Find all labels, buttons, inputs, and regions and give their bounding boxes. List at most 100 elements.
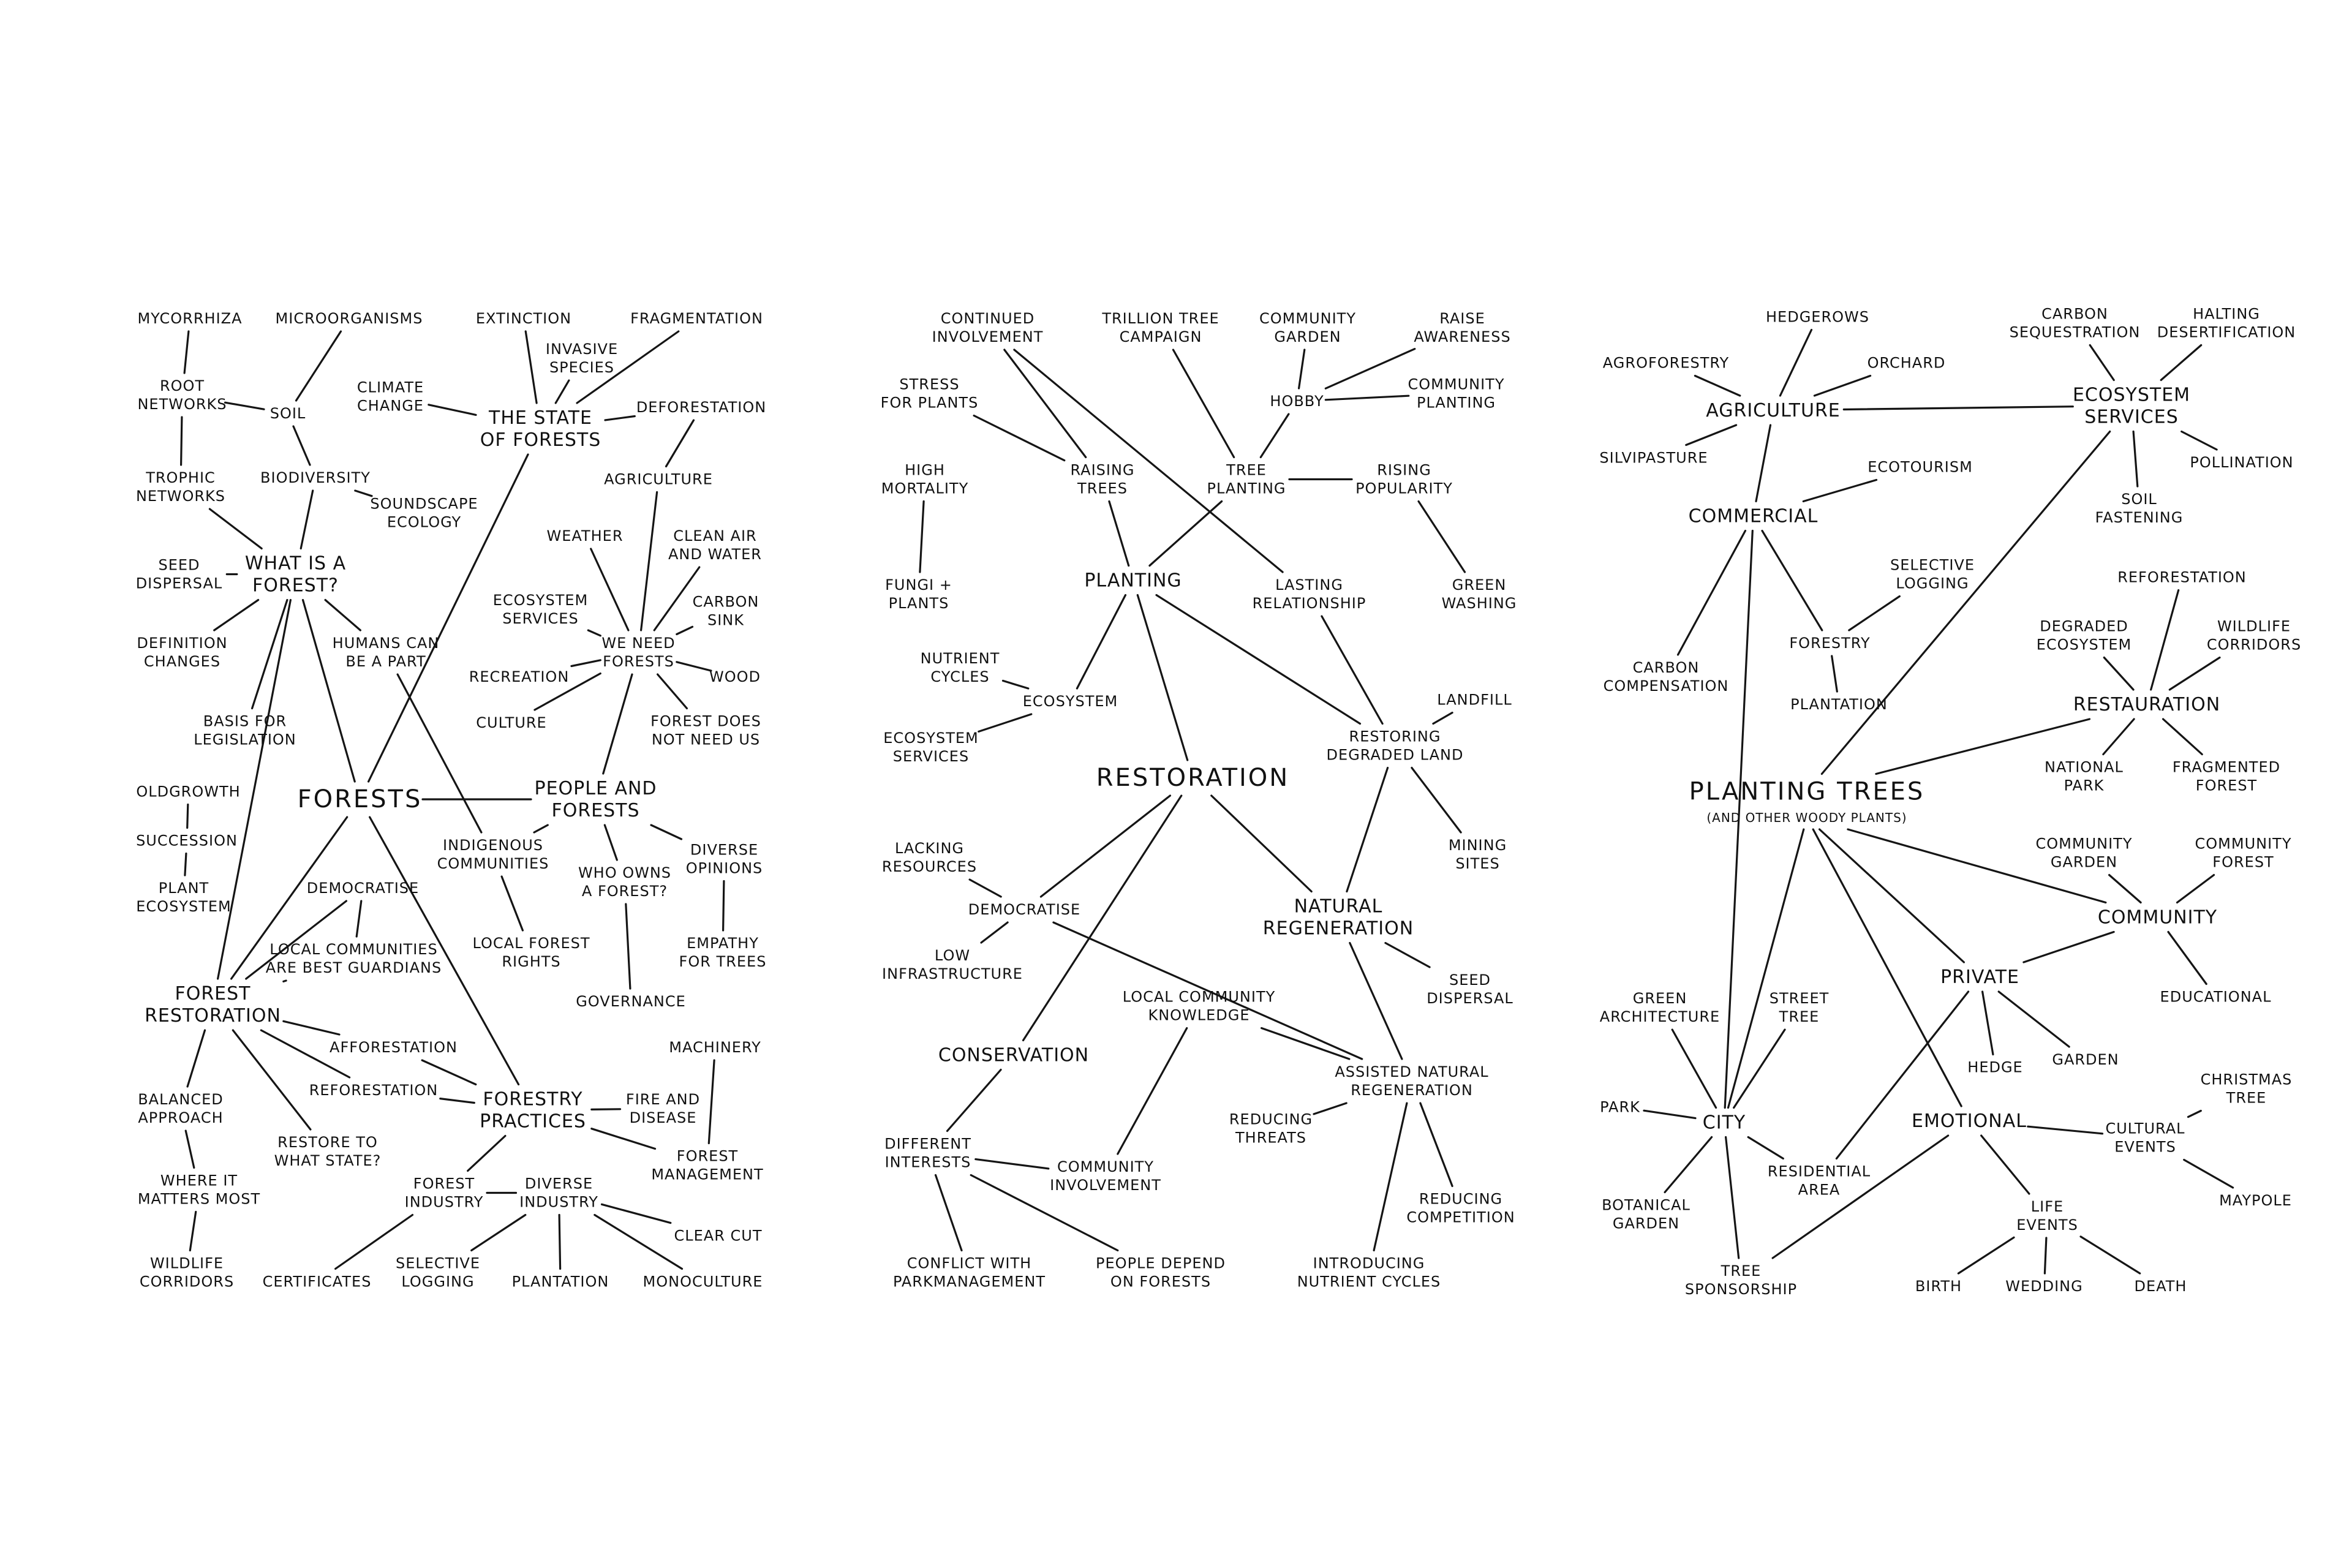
connector-ecosystem-services3-to-pollination bbox=[2180, 430, 2218, 451]
connector-forest-restoration-to-restore-state bbox=[232, 1029, 312, 1131]
connector-trillion-tree-to-tree-planting bbox=[1172, 349, 1235, 459]
connector-microorganisms-to-soil bbox=[295, 330, 342, 402]
node-educational: EDUCATIONAL bbox=[2160, 989, 2272, 1006]
node-label-line: THE STATE bbox=[488, 407, 592, 429]
node-label-line: FOR PLANTS bbox=[881, 394, 979, 412]
node-label-line: PLANTING bbox=[1084, 570, 1182, 591]
node-label-line: SITES bbox=[1455, 855, 1499, 872]
connector-what-is-forest-to-forest-restoration bbox=[217, 598, 292, 980]
node-label-line: AGRICULTURE bbox=[604, 471, 713, 488]
node-label-line: DEMOCRATISE bbox=[307, 880, 419, 897]
node-label-line: (AND OTHER WOODY PLANTS) bbox=[1706, 810, 1907, 825]
connector-green-architecture-to-city bbox=[1671, 1028, 1717, 1109]
connector-reforestation1-to-forestry-practices bbox=[439, 1097, 475, 1104]
connector-balanced-approach-to-where-matters bbox=[184, 1129, 195, 1169]
connector-different-interests-to-community-involvement bbox=[974, 1158, 1050, 1170]
node-label-line: GARDEN bbox=[1274, 328, 1341, 345]
node-label-line: DESERTIFICATION bbox=[2157, 324, 2296, 341]
node-label-line: SERVICES bbox=[502, 610, 578, 627]
node-birth: BIRTH bbox=[1915, 1278, 1962, 1295]
node-label-line: INTERESTS bbox=[885, 1154, 971, 1171]
connector-democratise1-to-forest-restoration bbox=[245, 900, 348, 980]
connector-degraded-ecosystem-to-restauration bbox=[2103, 656, 2135, 691]
node-label-line: GARDEN bbox=[1613, 1215, 1679, 1232]
connector-life-events-to-death bbox=[2079, 1235, 2141, 1275]
connector-what-is-forest-to-humans-part bbox=[324, 598, 362, 631]
connector-forest-restoration-to-reforestation1 bbox=[260, 1029, 351, 1079]
connector-assisted-regeneration-to-introducing-cycles bbox=[1373, 1102, 1408, 1252]
node-culture: CULTURE bbox=[476, 714, 546, 731]
connector-planting-trees-sub-to-emotional bbox=[1812, 828, 1962, 1107]
node-silvipasture: SILVIPASTURE bbox=[1599, 450, 1708, 467]
restoration-map-connectors bbox=[919, 347, 1466, 1252]
node-label-line: MANAGEMENT bbox=[651, 1166, 763, 1183]
connector-lacking-resources-to-democratise2 bbox=[968, 878, 1002, 898]
connector-diverse-industry-to-selective-logging1 bbox=[470, 1213, 527, 1252]
node-label-line: DEATH bbox=[2135, 1278, 2187, 1295]
node-label-line: LOGGING bbox=[1896, 575, 1969, 592]
node-label-line: WILDLIFE bbox=[2217, 618, 2291, 635]
node-label-line: PARK bbox=[1600, 1099, 1640, 1116]
node-label-line: FRAGMENTED bbox=[2173, 759, 2280, 776]
node-label-line: ECOSYSTEM bbox=[883, 729, 978, 747]
connector-climate-change-to-state-of-forests bbox=[428, 404, 477, 417]
connector-community-garden3-to-community bbox=[2108, 873, 2142, 904]
connector-emotional-to-tree-sponsorship bbox=[1771, 1134, 1950, 1259]
connector-assisted-regeneration-to-reducing-competition bbox=[1419, 1102, 1453, 1188]
node-biodiversity: BIODIVERSITY bbox=[260, 469, 371, 486]
node-conservation: CONSERVATION bbox=[938, 1044, 1089, 1066]
node-label-line: TREE bbox=[2226, 1090, 2267, 1107]
node-city: CITY bbox=[1703, 1112, 1746, 1133]
node-reforestation1: REFORESTATION bbox=[309, 1082, 439, 1099]
node-label-line: REDUCING bbox=[1229, 1111, 1313, 1128]
node-label-line: MACHINERY bbox=[669, 1039, 761, 1056]
connector-planting-to-restoration bbox=[1136, 594, 1189, 761]
node-label-line: LOW bbox=[935, 947, 970, 964]
connector-restoration-to-natural-regeneration bbox=[1210, 794, 1313, 893]
connector-humans-part-to-indigenous bbox=[396, 673, 483, 834]
node-label-line: SOIL bbox=[2121, 491, 2157, 508]
node-label-line: FIRE AND bbox=[626, 1091, 700, 1108]
node-label-line: MICROORGANISMS bbox=[276, 310, 423, 327]
node-label-line: INVOLVEMENT bbox=[932, 328, 1044, 345]
connector-commercial-to-city bbox=[1724, 529, 1754, 1109]
node-fungi-plants: FUNGI +PLANTS bbox=[885, 576, 952, 612]
node-label-line: ECOSYSTEM bbox=[136, 898, 231, 915]
node-label-line: LANDFILL bbox=[1437, 692, 1512, 709]
connector-life-events-to-wedding bbox=[2043, 1237, 2048, 1275]
node-label-line: MORTALITY bbox=[881, 480, 969, 497]
node-label-line: A FOREST? bbox=[582, 883, 668, 900]
connector-what-is-forest-to-basis-legislation bbox=[251, 598, 288, 710]
node-landfill: LANDFILL bbox=[1437, 692, 1512, 709]
node-mycorrhiza: MYCORRHIZA bbox=[137, 310, 242, 327]
node-label-line: COMMUNITIES bbox=[437, 855, 549, 872]
node-plantation3: PLANTATION bbox=[1790, 696, 1888, 713]
node-label-line: NETWORKS bbox=[136, 488, 225, 505]
node-label-line: WHERE IT bbox=[160, 1172, 238, 1189]
connector-selective-logging3-to-forestry bbox=[1848, 595, 1901, 631]
connector-landfill-to-restoring-degraded bbox=[1432, 711, 1453, 725]
node-label-line: HEDGE bbox=[1967, 1059, 2022, 1076]
node-label-line: TROPHIC bbox=[145, 469, 216, 486]
connector-soil-to-biodiversity bbox=[292, 425, 311, 466]
node-label-line: SOIL bbox=[270, 405, 306, 422]
connector-agriculture3-to-commercial bbox=[1755, 424, 1772, 503]
node-label-line: CARBON bbox=[1633, 659, 1700, 676]
node-label-line: ROOT bbox=[160, 377, 205, 394]
node-label-line: COMMUNITY bbox=[1057, 1158, 1154, 1175]
node-label-line: SOUNDSCAPE bbox=[370, 496, 478, 513]
